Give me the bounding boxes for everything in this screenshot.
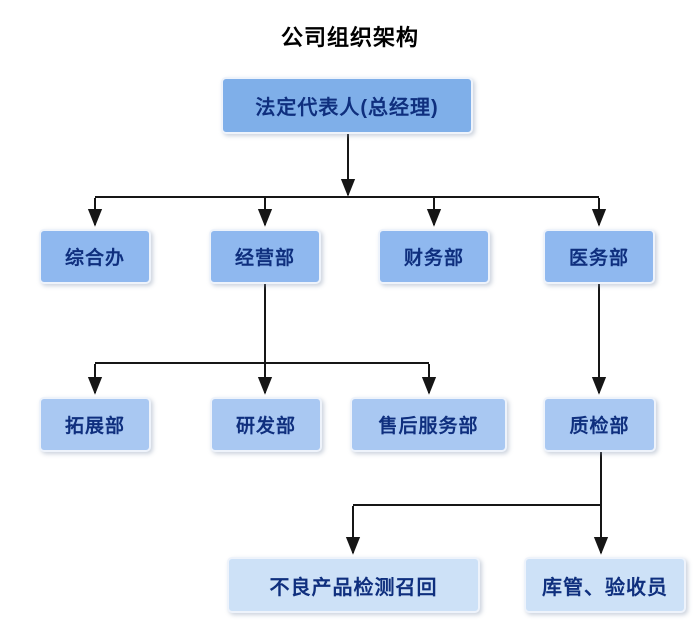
org-node-medical-dept: 医务部: [543, 229, 655, 284]
org-node-warehouse-inspector: 库管、验收员: [524, 557, 686, 613]
org-node-expansion-dept: 拓展部: [39, 397, 151, 452]
chart-title: 公司组织架构: [280, 25, 419, 50]
org-node-defective-product-recall: 不良产品检测召回: [227, 557, 480, 613]
org-node-quality-inspection-dept: 质检部: [543, 397, 656, 452]
org-node-finance-dept: 财务部: [378, 229, 490, 284]
org-node-legal-representative: 法定代表人(总经理): [221, 77, 473, 134]
org-node-business-dept: 经营部: [209, 229, 321, 284]
org-node-general-office: 综合办: [39, 229, 151, 284]
org-node-after-sales-dept: 售后服务部: [350, 397, 507, 452]
org-node-rnd-dept: 研发部: [210, 397, 322, 452]
